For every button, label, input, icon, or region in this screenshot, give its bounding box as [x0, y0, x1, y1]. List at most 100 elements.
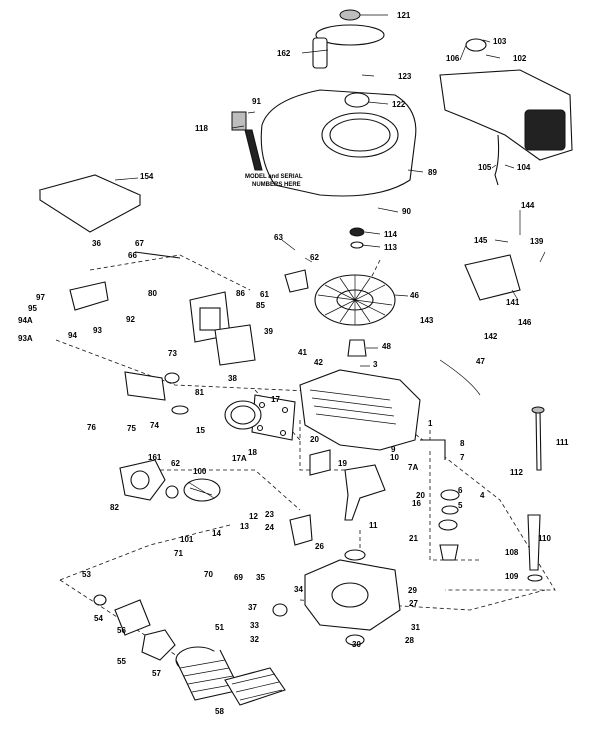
callout-label: 33: [250, 621, 259, 630]
callout-label: 5: [458, 501, 463, 510]
callout-label: 105: [478, 163, 492, 172]
callout-label: 93A: [18, 334, 33, 343]
callout-label: 17: [271, 395, 280, 404]
callout-label: 95: [28, 304, 37, 313]
callout-label: 146: [518, 318, 532, 327]
callout-label: 7A: [408, 463, 418, 472]
blower-housing-group: [231, 9, 417, 197]
callout-label: 39: [264, 327, 273, 336]
callout-label: 66: [128, 251, 137, 260]
callout-label: 57: [152, 669, 161, 678]
callout-label: 17A: [232, 454, 247, 463]
callout-label: 35: [256, 573, 265, 582]
callout-label: 108: [505, 548, 519, 557]
callout-label: 113: [384, 243, 397, 252]
callout-label: 24: [265, 523, 274, 532]
spring-47: [439, 359, 481, 396]
callout-label: 34: [294, 585, 303, 594]
callout-label: 29: [408, 586, 417, 595]
callout-label: 61: [260, 290, 269, 299]
callout-label: 62: [171, 459, 180, 468]
callout-label: 118: [195, 124, 208, 133]
callout-label: 47: [476, 357, 485, 366]
callout-label: 143: [420, 316, 434, 325]
flywheel-group: [314, 227, 396, 357]
callout-label: 91: [252, 97, 261, 106]
callout-label: 123: [398, 72, 412, 81]
callout-label: 122: [392, 100, 406, 109]
gasket-85: [214, 324, 256, 366]
callout-label: 42: [314, 358, 323, 367]
callout-label: 8: [460, 439, 465, 448]
callout-label: 10: [390, 453, 399, 462]
flywheel-nut: [349, 227, 365, 237]
callout-label: 144: [521, 201, 535, 210]
callout-label: 4: [480, 491, 485, 500]
callout-label: 38: [228, 374, 237, 383]
callout-label: 13: [240, 522, 249, 531]
foam-58: [224, 667, 286, 706]
cylinder-block: [299, 369, 421, 451]
callout-label: 69: [234, 573, 243, 582]
callout-label: 55: [117, 657, 126, 666]
callout-label: 75: [127, 424, 136, 433]
callout-label: 110: [538, 534, 551, 543]
air-filter-group: [93, 594, 286, 706]
callout-label: 94: [68, 331, 77, 340]
callout-label: 14: [212, 529, 221, 538]
callout-label: 76: [87, 423, 96, 432]
callout-label: 15: [196, 426, 205, 435]
crankshaft: [344, 464, 386, 521]
callout-label: 67: [135, 239, 144, 248]
callout-label: 80: [148, 289, 157, 298]
decal-118: [231, 111, 247, 131]
callout-label: 32: [250, 635, 259, 644]
callout-label: 58: [215, 707, 224, 716]
filter-100: [183, 478, 221, 502]
callout-label: 11: [369, 521, 378, 530]
callout-label: 46: [410, 291, 419, 300]
callout-label: 85: [256, 301, 265, 310]
callout-label: 37: [248, 603, 257, 612]
decal-bars: [244, 129, 263, 171]
callout-label: 111: [556, 438, 569, 447]
callout-label: 104: [517, 163, 531, 172]
model-serial-note-line2: NUMBERS HERE: [252, 182, 301, 188]
valve-7: [420, 439, 446, 460]
callout-label: 145: [474, 236, 488, 245]
callout-label: 63: [274, 233, 283, 242]
callout-label: 162: [277, 49, 291, 58]
callout-label: 26: [315, 542, 324, 551]
callout-label: 12: [249, 512, 258, 521]
callout-label: 82: [110, 503, 119, 512]
sump-group: [272, 514, 401, 646]
cup-48: [347, 339, 367, 357]
callout-label: 114: [384, 230, 397, 239]
governor-linkage-group: [69, 251, 256, 415]
callout-label: 71: [174, 549, 183, 558]
callout-label: 106: [446, 54, 460, 63]
callout-label: 41: [298, 348, 307, 357]
callout-label: 102: [513, 54, 527, 63]
cap-121: [339, 9, 361, 21]
callout-label: 89: [428, 168, 437, 177]
engine-block-group: [224, 369, 421, 521]
callout-label: 56: [117, 626, 126, 635]
control-rod: [134, 251, 181, 259]
dipstick-group: [527, 406, 545, 582]
callout-label: 73: [168, 349, 177, 358]
callout-label: 94A: [18, 316, 33, 325]
bracket-right-group: [284, 254, 521, 396]
callout-label: 20: [310, 435, 319, 444]
callout-label: 90: [402, 207, 411, 216]
callout-label: 16: [412, 499, 421, 508]
callout-label: 18: [248, 448, 257, 457]
callout-label: 19: [338, 459, 347, 468]
knob-55: [141, 629, 176, 661]
callout-label: 161: [148, 453, 162, 462]
cam-gear: [289, 514, 313, 546]
callout-label: 139: [530, 237, 544, 246]
air-cleaner-cover: [38, 174, 142, 233]
